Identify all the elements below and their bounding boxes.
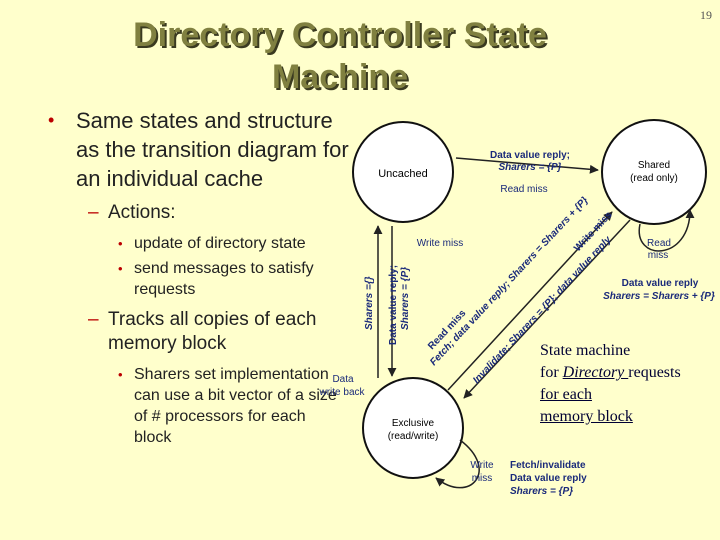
slide-title: Directory Controller State Machine bbox=[60, 14, 620, 98]
label-vert-data-reply-1: Data value reply; bbox=[388, 265, 399, 345]
state-shared-label-2: (read only) bbox=[630, 173, 678, 184]
bullet-level3: • Sharers set implementation can use a b… bbox=[40, 364, 344, 448]
caption-line-3: for each bbox=[540, 386, 592, 403]
bullet-list: • Same states and structure as the trans… bbox=[40, 106, 360, 452]
slide-number: 19 bbox=[700, 8, 712, 22]
label-shared-loop-1: Data value reply bbox=[622, 278, 699, 289]
label-top-1: Data value reply; bbox=[490, 150, 570, 161]
bullet-text: update of directory state bbox=[134, 235, 306, 252]
bullet-dot-icon: • bbox=[118, 236, 123, 251]
state-shared-label-1: Shared bbox=[638, 160, 670, 171]
bullet-text: Sharers set implementation can use a bit… bbox=[134, 366, 337, 446]
label-read-miss-top: Read miss bbox=[500, 184, 547, 195]
caption-line-4: memory block bbox=[540, 408, 633, 425]
label-data-write-back-1: Data bbox=[332, 374, 354, 385]
caption-directory: Directory bbox=[562, 364, 629, 381]
label-top-2: Sharers = {P} bbox=[498, 162, 561, 173]
bullet-level3: • update of directory state bbox=[40, 233, 360, 254]
label-vert-data-reply-2: Sharers = {P} bbox=[400, 267, 411, 330]
label-write-loop-2: miss bbox=[472, 473, 493, 484]
title-line-2: Machine bbox=[271, 58, 409, 96]
label-write-miss-left: Write miss bbox=[417, 238, 463, 249]
arrow-exclusive-self-loop bbox=[435, 439, 480, 489]
label-shared-loop-2: Sharers = Sharers + {P} bbox=[603, 291, 715, 302]
label-write-loop-1: Write bbox=[470, 460, 494, 471]
bullet-text: Actions: bbox=[108, 202, 176, 223]
bullet-dot-icon: • bbox=[118, 261, 123, 276]
bullet-level1: • Same states and structure as the trans… bbox=[40, 106, 360, 193]
caption-line-1: State machine bbox=[540, 342, 631, 359]
label-sharers-empty: Sharers ={} bbox=[364, 276, 375, 330]
arrow-shared-self-loop bbox=[638, 209, 695, 252]
state-exclusive-label-2: (read/write) bbox=[388, 431, 439, 442]
arrow-shared-to-exclusive bbox=[463, 219, 631, 399]
state-uncached-label: Uncached bbox=[378, 168, 428, 180]
label-data-write-back-2: write back bbox=[318, 387, 365, 398]
label-excl-loop-1: Fetch/invalidate bbox=[510, 460, 586, 471]
bullet-level3: • send messages to satisfy requests bbox=[40, 258, 364, 300]
bullet-text: Tracks all copies of each memory block bbox=[108, 309, 317, 354]
arrow-uncached-to-shared bbox=[455, 157, 599, 174]
bullet-dot-icon: • bbox=[48, 110, 55, 130]
bullet-level2: – Tracks all copies of each memory block bbox=[40, 308, 360, 356]
label-read-loop-2: miss bbox=[648, 250, 669, 261]
label-excl-loop-3: Sharers = {P} bbox=[510, 486, 573, 497]
dash-icon: – bbox=[88, 202, 99, 223]
state-exclusive-label-1: Exclusive bbox=[392, 418, 435, 429]
bullet-text: Same states and structure as the transit… bbox=[76, 108, 349, 191]
diagram-caption: State machine for Directory requests for… bbox=[540, 340, 715, 428]
state-uncached: Uncached bbox=[352, 121, 454, 223]
caption-line-2: for Directory requests bbox=[540, 362, 715, 384]
dash-icon: – bbox=[88, 309, 99, 330]
bullet-level2: – Actions: bbox=[40, 201, 360, 225]
bullet-text: send messages to satisfy requests bbox=[134, 260, 314, 298]
title-line-1: Directory Controller State bbox=[133, 16, 547, 54]
state-exclusive: Exclusive (read/write) bbox=[362, 377, 464, 479]
state-shared: Shared (read only) bbox=[601, 119, 707, 225]
label-excl-loop-2: Data value reply bbox=[510, 473, 587, 484]
caption-requests: requests bbox=[628, 364, 681, 381]
caption-for: for bbox=[540, 364, 563, 381]
label-read-loop-1: Read bbox=[647, 238, 671, 249]
bullet-dot-icon: • bbox=[118, 367, 123, 382]
arrow-exclusive-to-shared bbox=[447, 211, 613, 391]
